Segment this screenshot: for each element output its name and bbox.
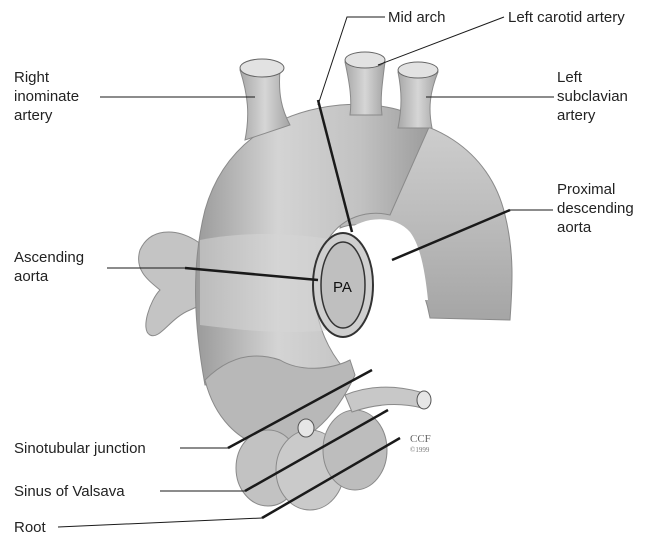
subclavian-branch-shape bbox=[398, 72, 438, 128]
label-ascending-aorta: Ascending aorta bbox=[14, 249, 88, 285]
leader-root-short bbox=[58, 518, 262, 527]
watermark-ccf: CCF bbox=[410, 433, 431, 445]
label-mid-arch: Mid arch bbox=[388, 9, 446, 26]
watermark-year: ©1999 bbox=[410, 446, 430, 454]
coronary-ostium-right bbox=[417, 391, 431, 409]
label-right-inominate: Right inominate artery bbox=[14, 69, 83, 124]
label-sinus-of-valsava: Sinus of Valsava bbox=[14, 483, 125, 500]
subclavian-opening bbox=[398, 62, 438, 78]
innominate-opening bbox=[240, 59, 284, 77]
coronary-ostium-left bbox=[298, 419, 314, 437]
label-left-subclavian: Left subclavian artery bbox=[557, 69, 632, 124]
label-left-carotid: Left carotid artery bbox=[508, 9, 625, 26]
carotid-branch-shape bbox=[345, 62, 385, 115]
coronary-branch-shape bbox=[345, 387, 422, 412]
label-proximal-descending: Proximal descending aorta bbox=[557, 181, 638, 236]
pa-label: PA bbox=[333, 279, 352, 296]
carotid-opening bbox=[345, 52, 385, 68]
label-sinotubular-junction: Sinotubular junction bbox=[14, 440, 146, 457]
label-root: Root bbox=[14, 519, 47, 536]
